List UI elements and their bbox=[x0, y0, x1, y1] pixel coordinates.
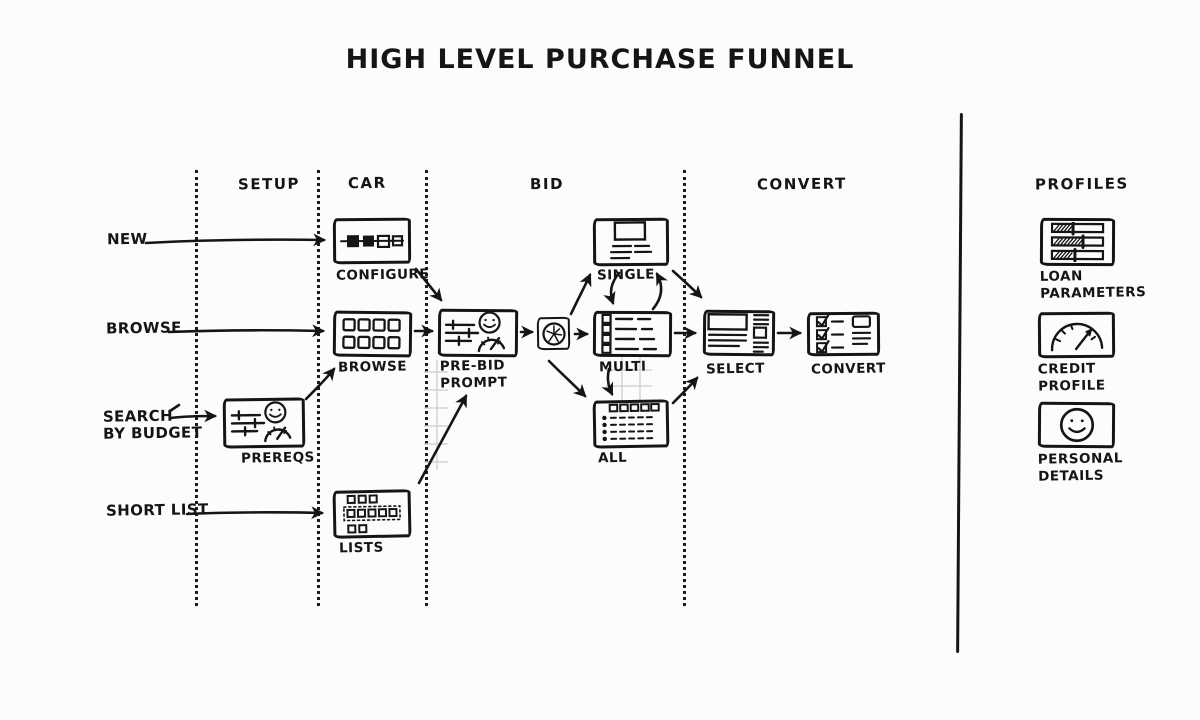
timer-icon bbox=[539, 319, 567, 347]
node-lists-label: LISTS bbox=[338, 539, 384, 557]
entry-browse: BROWSE bbox=[105, 318, 182, 338]
stage-header-car: CAR bbox=[347, 173, 387, 193]
arrow-bid-to-all bbox=[547, 359, 587, 398]
node-personal-details bbox=[1037, 401, 1116, 449]
arrow-prereqs-to-browse-node bbox=[304, 367, 336, 401]
node-credit-profile bbox=[1037, 311, 1116, 359]
stage-divider-3 bbox=[425, 170, 428, 606]
checkout-icon bbox=[814, 314, 872, 354]
node-select bbox=[702, 309, 776, 357]
entry-search-by-budget: SEARCH BY BUDGET bbox=[102, 406, 203, 443]
node-browse-label: BROWSE bbox=[337, 358, 408, 376]
loan-sliders-icon bbox=[1048, 221, 1106, 263]
node-single bbox=[592, 217, 670, 267]
sliders-smiley-gauge-icon bbox=[228, 399, 301, 446]
entry-new: NEW bbox=[106, 229, 148, 249]
smiley-icon bbox=[1055, 404, 1097, 446]
node-prereqs bbox=[222, 397, 306, 449]
stage-header-convert: CONVERT bbox=[756, 174, 847, 194]
node-loan-parameters-label: LOAN PARAMETERS bbox=[1039, 268, 1147, 302]
stage-header-profiles: PROFILES bbox=[1034, 174, 1129, 194]
node-prereqs-label: PREREQS bbox=[240, 449, 315, 467]
stage-header-setup: SETUP bbox=[237, 174, 301, 194]
stage-divider-2 bbox=[317, 170, 320, 606]
node-credit-profile-label: CREDIT PROFILE bbox=[1037, 360, 1106, 395]
node-convert-label: CONVERT bbox=[810, 360, 886, 378]
thumbnails-grid-icon bbox=[341, 318, 403, 351]
node-configure-label: CONFIGURE bbox=[335, 266, 430, 284]
arrow-bid-to-single bbox=[569, 273, 592, 316]
entry-short-list: SHORT LIST bbox=[105, 500, 209, 520]
node-bid-timer bbox=[536, 316, 571, 351]
node-single-label: SINGLE bbox=[596, 266, 656, 284]
node-prebid-prompt bbox=[437, 308, 519, 358]
node-prebid-prompt-label: PRE-BID PROMPT bbox=[439, 357, 508, 392]
stepper-icon bbox=[340, 229, 404, 254]
node-configure bbox=[332, 217, 412, 265]
node-convert bbox=[806, 311, 881, 357]
node-select-label: SELECT bbox=[705, 360, 766, 378]
single-card-icon bbox=[601, 221, 661, 264]
node-personal-details-label: PERSONAL DETAILS bbox=[1037, 450, 1124, 485]
node-lists bbox=[332, 489, 412, 539]
stage-divider-4 bbox=[683, 170, 686, 606]
sliders-smiley-gauge-icon bbox=[442, 310, 514, 357]
node-all-label: ALL bbox=[597, 449, 628, 467]
node-browse bbox=[332, 310, 413, 358]
checklist-icon bbox=[600, 313, 664, 354]
node-all bbox=[592, 399, 670, 449]
stage-header-bid: BID bbox=[529, 174, 565, 194]
arrow-new-to-configure bbox=[144, 233, 327, 247]
data-table-icon bbox=[600, 402, 663, 445]
diagram-title: HIGH LEVEL PURCHASE FUNNEL bbox=[345, 44, 855, 75]
gauge-icon bbox=[1046, 317, 1106, 354]
profiles-divider bbox=[956, 112, 963, 654]
arrow-browse-to-browse-node bbox=[167, 324, 326, 338]
node-multi bbox=[592, 310, 673, 358]
grouped-list-icon bbox=[341, 493, 404, 534]
arrow-single-to-select bbox=[671, 269, 703, 299]
node-loan-parameters bbox=[1039, 217, 1116, 267]
detail-view-icon bbox=[707, 312, 771, 355]
stage-divider-1 bbox=[195, 170, 198, 606]
node-multi-label: MULTI bbox=[598, 358, 647, 376]
